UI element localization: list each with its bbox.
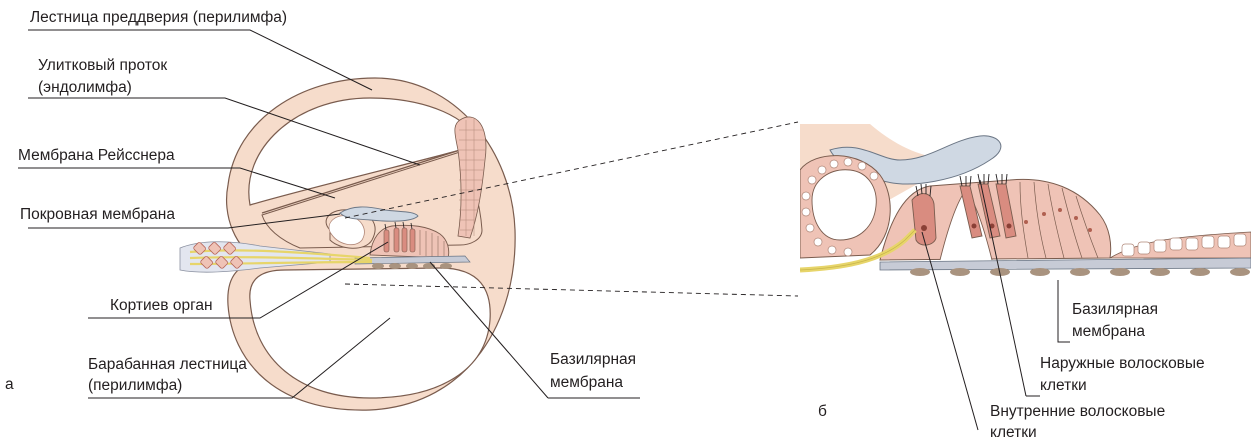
label-outer-hair-cells-2: клетки [1040, 376, 1087, 396]
label-scala-tympani-2: (перилимфа) [88, 376, 182, 396]
label-cochlear-duct-2: (эндолимфа) [38, 78, 132, 98]
organ-of-corti-detail [800, 124, 1251, 284]
label-cochlear-duct-1: Улитковый проток [38, 56, 167, 76]
label-reissner-membrane: Мембрана Рейсснера [18, 146, 175, 166]
label-basilar-membrane-a-1: Базилярная [550, 350, 636, 370]
label-scala-vestibuli: Лестница преддверия (перилимфа) [30, 8, 287, 28]
label-inner-hair-cells-1: Внутренние волосковые [990, 402, 1165, 422]
label-basilar-membrane-b-2: мембрана [1072, 322, 1145, 342]
panel-letter-b: б [818, 402, 827, 422]
label-basilar-membrane-b-1: Базилярная [1072, 300, 1158, 320]
cochlea-cross-section [227, 78, 516, 410]
label-organ-of-corti: Кортиев орган [110, 296, 213, 316]
label-basilar-membrane-a-2: мембрана [550, 373, 623, 393]
label-tectorial-membrane: Покровная мембрана [20, 205, 175, 225]
label-outer-hair-cells-1: Наружные волосковые [1040, 354, 1205, 374]
label-inner-hair-cells-2: клетки [990, 423, 1037, 443]
label-scala-tympani-1: Барабанная лестница [88, 355, 247, 375]
inner-sulcus-cells [800, 156, 890, 258]
panel-letter-a: а [5, 375, 14, 395]
